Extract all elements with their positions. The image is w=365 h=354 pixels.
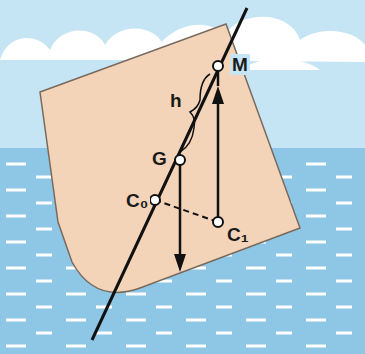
h-brace [180,74,210,152]
weight-arrow [179,160,182,258]
buoyancy-label: C₁ [225,224,251,245]
weight-arrowhead [174,254,186,272]
center-line [92,8,247,340]
metacentric-height-label: h [168,90,184,111]
metacenter-label: M [230,54,250,75]
buoyancy-arrow [217,100,220,222]
gravity-label: G [150,148,169,169]
buoyancy-arrowhead [212,86,224,104]
ship-hull [40,24,300,292]
buoyancy-center-upright [150,195,160,205]
buoyancy-center-heeled [213,217,223,227]
gravity-point [175,155,185,165]
buoyancy-label: C₀ [124,190,150,211]
heel-displacement-line [155,200,218,222]
metacenter-point [213,61,223,71]
